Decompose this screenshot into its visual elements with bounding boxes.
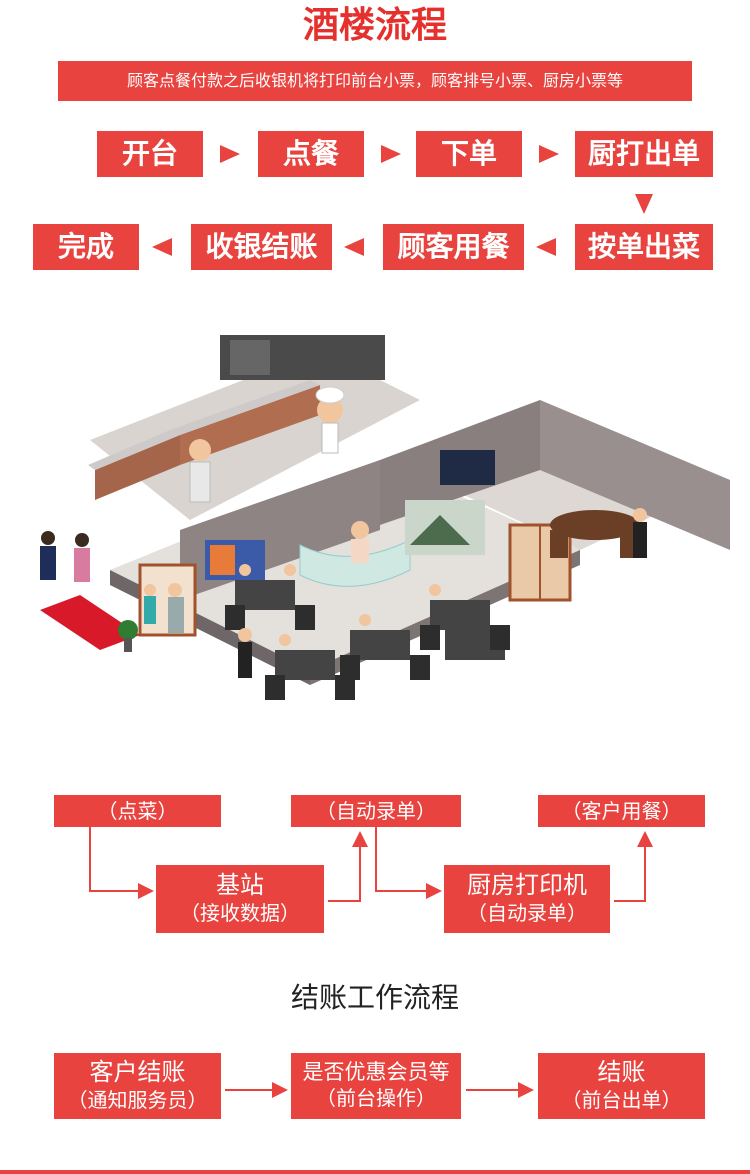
arrow-right-icon	[539, 145, 559, 163]
restaurant-illustration	[20, 290, 750, 770]
step-serve: 按单出菜	[575, 224, 713, 270]
subtitle-banner: 顾客点餐付款之后收银机将打印前台小票，顾客排号小票、厨房小票等	[58, 61, 692, 101]
arrow-left-icon	[536, 238, 556, 256]
step-checkout: 收银结账	[191, 224, 332, 270]
step-open-table: 开台	[97, 131, 203, 177]
step-dining: 顾客用餐	[383, 224, 524, 270]
step-done: 完成	[33, 224, 139, 270]
bottom-divider	[0, 1170, 750, 1174]
arrow-right-icon	[381, 145, 401, 163]
checkout-section-title: 结账工作流程	[0, 978, 750, 1018]
flow-connectors	[0, 780, 750, 950]
arrow-left-icon	[152, 238, 172, 256]
arrow-down-icon	[635, 194, 653, 214]
arrow-left-icon	[344, 238, 364, 256]
arrow-right-icon	[220, 145, 240, 163]
step-place-order: 下单	[416, 131, 522, 177]
checkout-connectors	[0, 1070, 750, 1110]
step-order: 点餐	[258, 131, 364, 177]
page-title: 酒楼流程	[0, 4, 750, 48]
step-kitchen-print: 厨打出单	[575, 131, 713, 177]
